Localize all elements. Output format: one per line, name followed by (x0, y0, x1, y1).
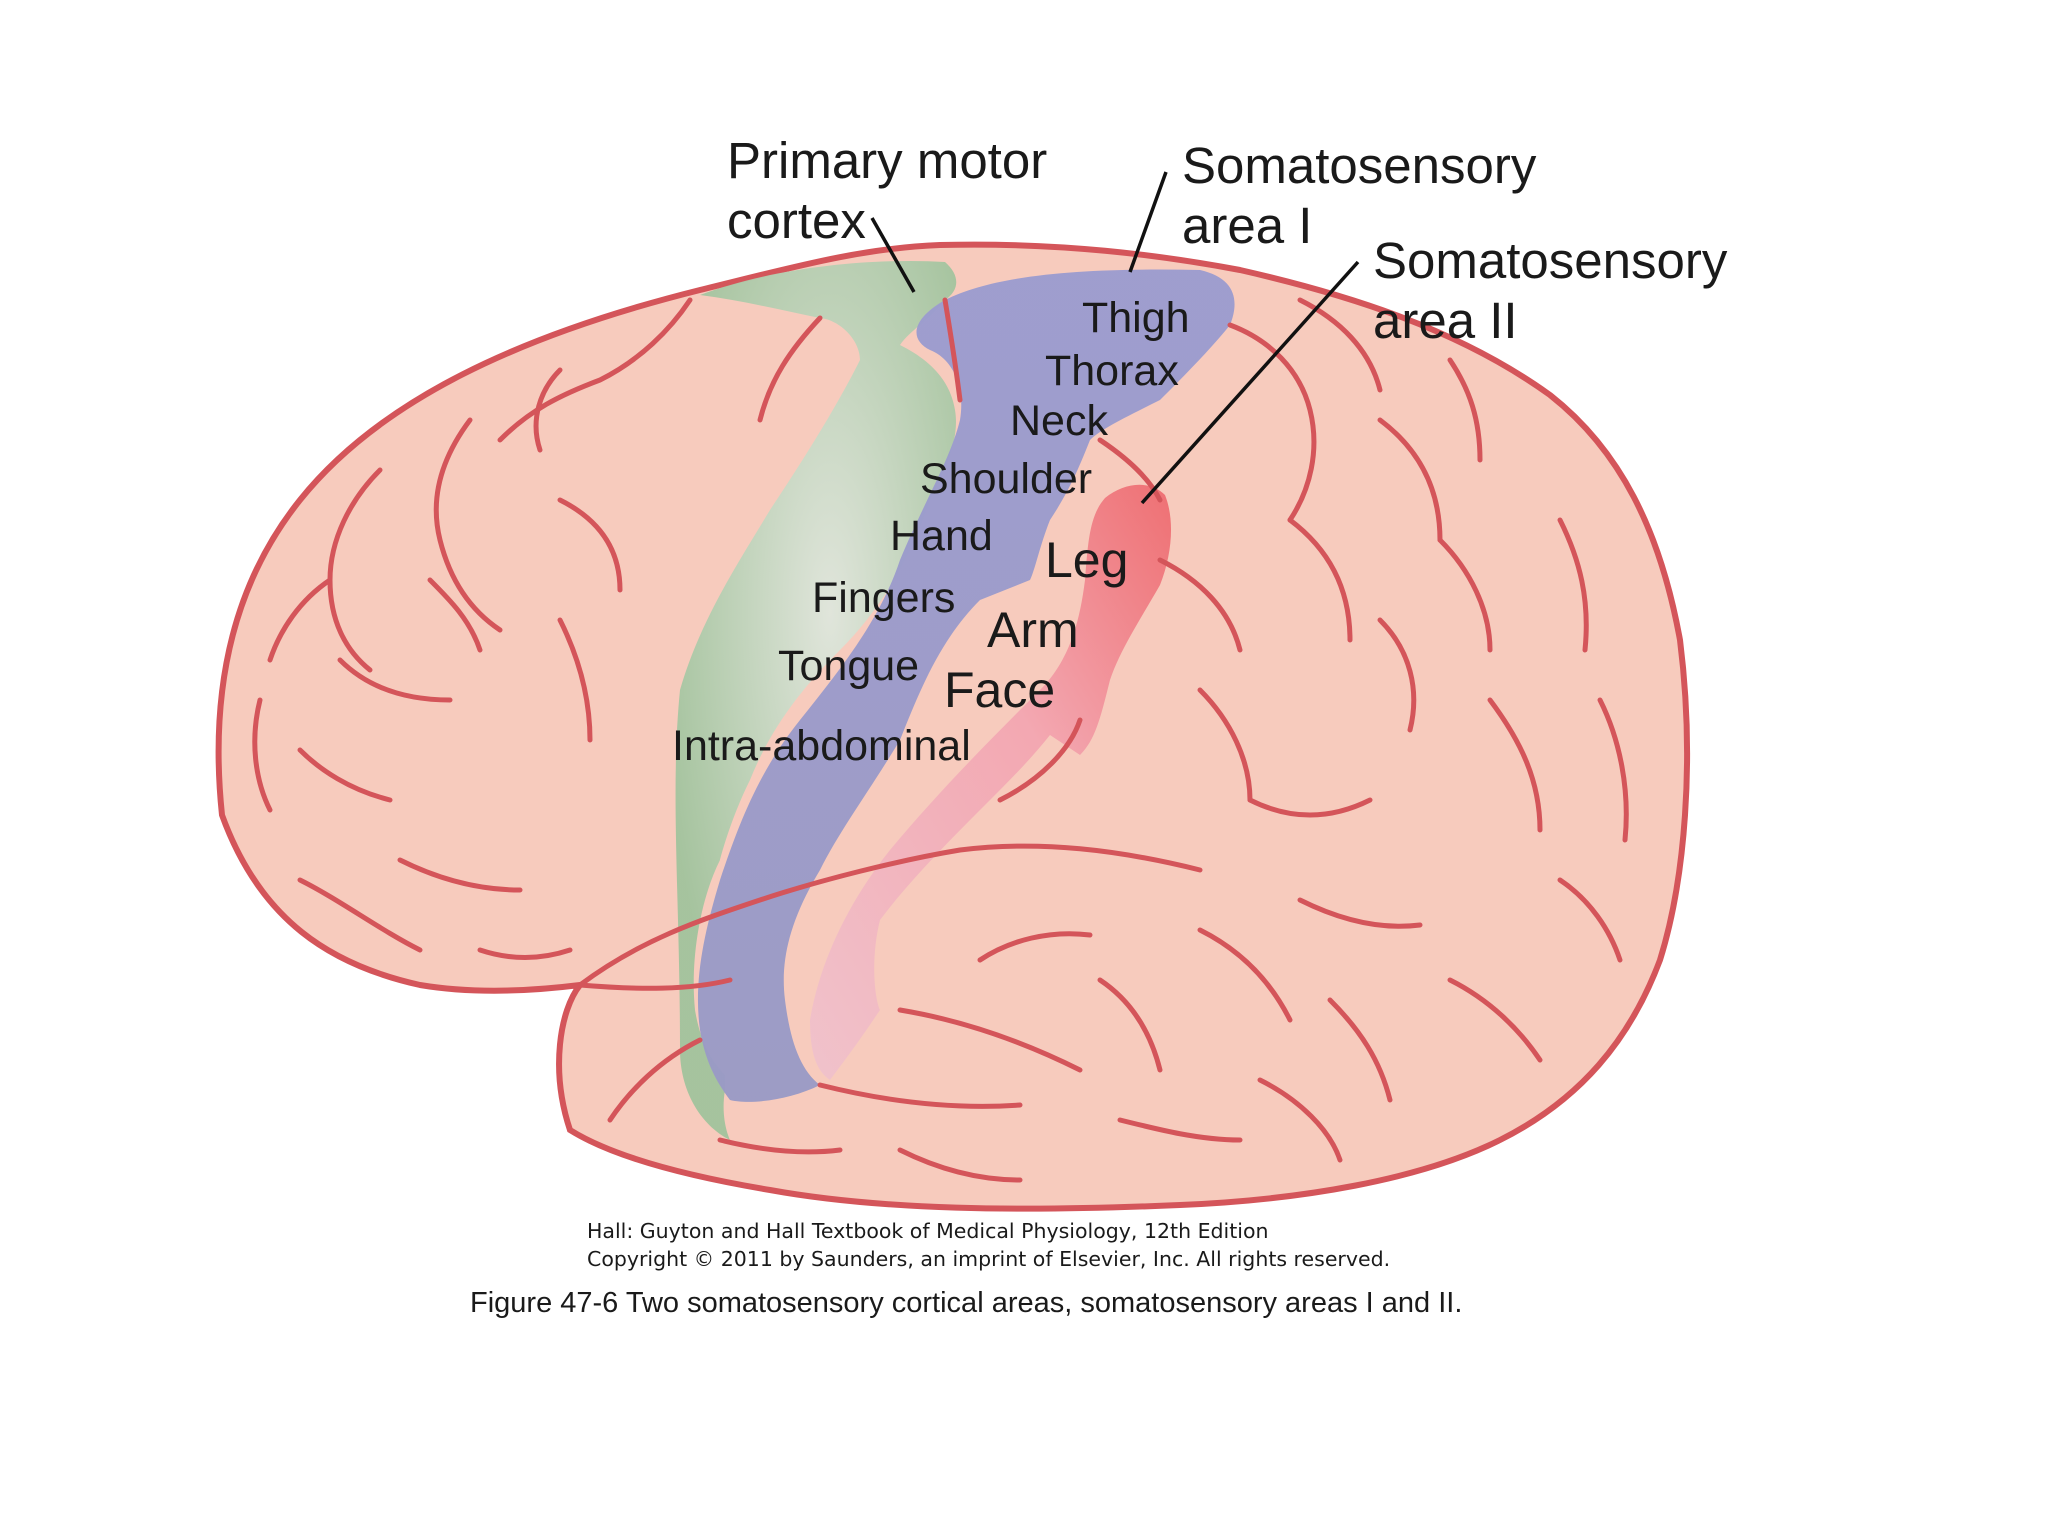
somatosensory-area-2-label: Somatosensory area II (1373, 232, 1742, 349)
brain-outline (215, 241, 1691, 1212)
somatosensory-area-2-line-1: Somatosensory (1373, 232, 1728, 289)
somatosensory-area-1-label: Somatosensory area I (1182, 137, 1551, 254)
face-label: Face (944, 662, 1055, 718)
figure-caption: Figure 47-6 Two somatosensory cortical a… (470, 1287, 1462, 1319)
primary-motor-cortex-region (675, 260, 957, 1140)
somatosensory-area-2-region (810, 484, 1172, 1081)
thorax-label: Thorax (1045, 347, 1179, 395)
somatosensory-area-1-line-1: Somatosensory (1182, 137, 1537, 194)
hand-label: Hand (890, 512, 993, 560)
fingers-label: Fingers (812, 574, 955, 622)
credit-line-2: Copyright © 2011 by Saunders, an imprint… (587, 1247, 1390, 1271)
leg-label: Leg (1045, 532, 1128, 588)
primary-motor-cortex-label: Primary motor cortex (727, 132, 1061, 249)
primary-motor-cortex-line-2: cortex (727, 192, 866, 249)
tongue-label: Tongue (778, 642, 919, 690)
somatosensory-area-2-leader (1140, 260, 1360, 505)
somatosensory-area-1-region (697, 269, 1235, 1102)
neck-label: Neck (1010, 397, 1108, 445)
credit-line-1: Hall: Guyton and Hall Textbook of Medica… (587, 1219, 1269, 1243)
primary-motor-cortex-leader (870, 217, 916, 293)
intra-abdominal-label: Intra-abdominal (672, 722, 971, 770)
somatosensory-area-2-line-2: area II (1373, 292, 1518, 349)
somatosensory-area-1-leader (1128, 171, 1168, 273)
primary-motor-cortex-line-1: Primary motor (727, 132, 1047, 189)
shoulder-label: Shoulder (920, 455, 1092, 503)
cortical-folds (252, 297, 1629, 1183)
thigh-label: Thigh (1082, 294, 1190, 342)
arm-label: Arm (987, 602, 1079, 658)
somatosensory-area-1-line-2: area I (1182, 197, 1312, 254)
